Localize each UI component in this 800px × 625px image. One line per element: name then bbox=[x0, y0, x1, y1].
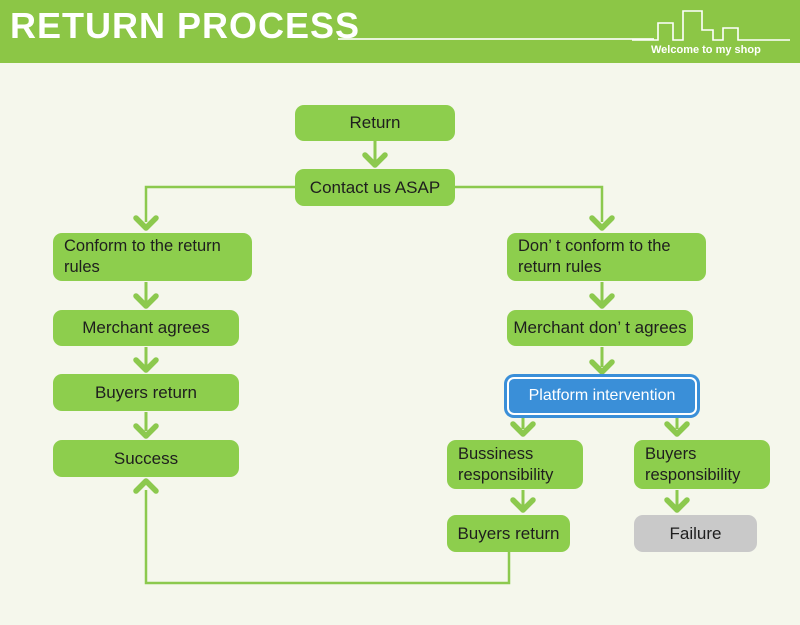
node-success: Success bbox=[53, 440, 239, 477]
arrowhead-conform bbox=[133, 215, 159, 231]
node-dont-conform-rules: Don’ t conform to the return rules bbox=[507, 233, 706, 281]
arrowhead-loop-up-success bbox=[133, 478, 159, 494]
node-return: Return bbox=[295, 105, 455, 141]
header-banner: RETURN PROCESS Welcome to my shop bbox=[0, 0, 800, 63]
arrowhead-failure bbox=[664, 497, 690, 513]
node-platform-intervention: Platform intervention bbox=[507, 377, 697, 415]
node-merchant-agrees: Merchant agrees bbox=[53, 310, 239, 346]
node-merchant-dont-agrees: Merchant don’ t agrees bbox=[507, 310, 693, 346]
node-buyers-return-right: Buyers return bbox=[447, 515, 570, 552]
city-skyline-icon bbox=[632, 10, 790, 41]
arrowhead-buyersreturn-left bbox=[133, 357, 159, 373]
arrowhead-buyersresp bbox=[664, 421, 690, 437]
node-failure: Failure bbox=[634, 515, 757, 552]
branch-line-right bbox=[455, 185, 604, 222]
arrowhead-dontconform bbox=[589, 215, 615, 231]
header-divider-line bbox=[338, 38, 654, 40]
arrowhead-contact bbox=[362, 152, 388, 168]
shop-tagline: Welcome to my shop bbox=[651, 44, 761, 56]
arrowhead-platform bbox=[589, 359, 615, 375]
loop-line-to-success bbox=[144, 490, 511, 585]
arrowhead-success bbox=[133, 423, 159, 439]
node-business-responsibility: Bussiness responsibility bbox=[447, 440, 583, 489]
node-buyers-responsibility: Buyers responsibility bbox=[634, 440, 770, 489]
city-skyline-outline bbox=[632, 10, 790, 41]
page-title: RETURN PROCESS bbox=[10, 5, 361, 46]
node-contact-us-asap: Contact us ASAP bbox=[295, 169, 455, 206]
arrowhead-dontagrees bbox=[589, 293, 615, 309]
arrowhead-business bbox=[510, 421, 536, 437]
node-conform-rules: Conform to the return rules bbox=[53, 233, 252, 281]
arrowhead-agrees bbox=[133, 293, 159, 309]
node-buyers-return-left: Buyers return bbox=[53, 374, 239, 411]
arrowhead-buyersreturn-right bbox=[510, 497, 536, 513]
branch-line-left bbox=[144, 185, 295, 222]
